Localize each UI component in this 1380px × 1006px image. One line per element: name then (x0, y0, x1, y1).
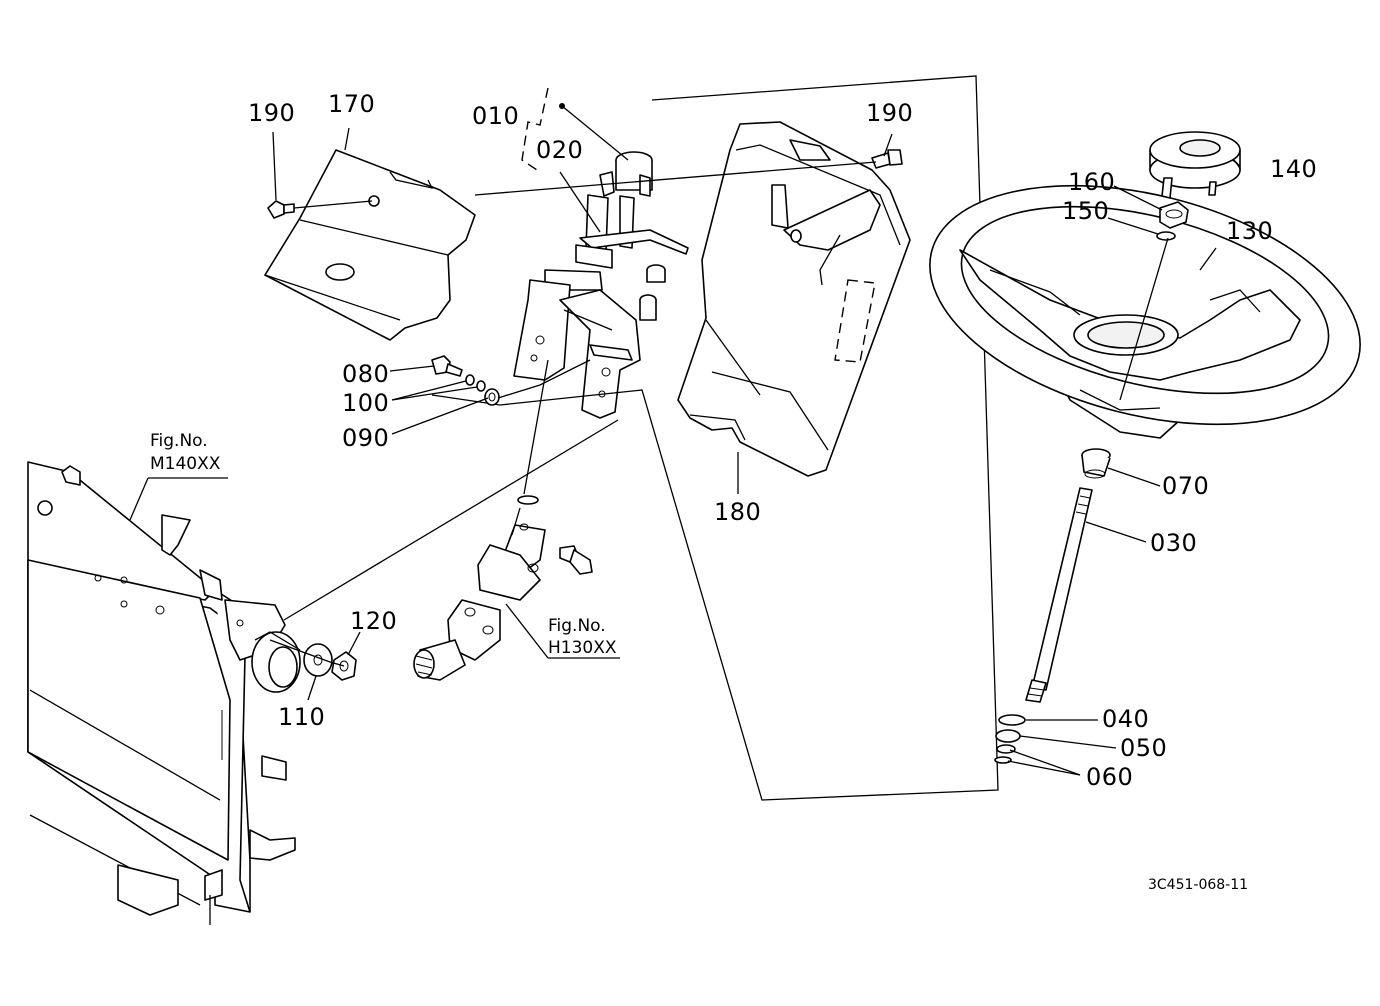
washer-110 (304, 644, 332, 676)
label-150: 150 (1062, 197, 1110, 225)
drawing-code: 3C451-068-11 (1148, 877, 1249, 893)
label-140: 140 (1270, 155, 1318, 183)
steering-column-bracket (514, 152, 688, 418)
washer-100b (477, 381, 485, 391)
label-100: 100 (342, 389, 390, 417)
label-110: 110 (278, 703, 326, 731)
assembly-010-bracket (522, 88, 548, 172)
label-170: 170 (328, 90, 376, 118)
label-180: 180 (714, 498, 762, 526)
upper-cover-170 (265, 150, 475, 340)
ring-050 (996, 730, 1020, 742)
leader-lines (130, 106, 1240, 775)
label-090: 090 (342, 424, 390, 452)
horn-cap-140 (1150, 132, 1240, 198)
reference-h130-line2: H130XX (548, 638, 617, 658)
ring-060a (997, 745, 1015, 753)
label-020: 020 (536, 136, 584, 164)
dashboard-frame (28, 462, 300, 925)
screw-190-left (268, 201, 372, 218)
reference-m140-line2: M140XX (150, 454, 221, 474)
universal-joint (414, 496, 592, 680)
ring-040 (999, 715, 1025, 725)
label-080: 080 (342, 360, 390, 388)
reference-h130-line1: Fig.No. (548, 616, 606, 636)
steering-wheel-130 (905, 145, 1380, 465)
bushing-070 (1082, 449, 1110, 478)
sub-assembly-outline (432, 76, 998, 800)
washer-150 (1157, 232, 1175, 240)
label-030: 030 (1150, 529, 1198, 557)
label-010: 010 (472, 102, 520, 130)
bolt-080 (432, 356, 462, 376)
label-120: 120 (350, 607, 398, 635)
label-040: 040 (1102, 705, 1150, 733)
screw-190-right (872, 150, 902, 168)
reference-m140-line1: Fig.No. (150, 431, 208, 451)
nut-160 (1160, 202, 1188, 228)
ring-060b (995, 757, 1011, 763)
label-160: 160 (1068, 168, 1116, 196)
label-070: 070 (1162, 472, 1210, 500)
label-190-right: 190 (866, 99, 914, 127)
column-cover-180 (678, 122, 910, 476)
label-060: 060 (1086, 763, 1134, 791)
washer-100a (466, 375, 474, 385)
label-190-left: 190 (248, 99, 296, 127)
collar-090 (485, 389, 499, 405)
steering-shaft-030 (1026, 488, 1092, 702)
label-050: 050 (1120, 734, 1168, 762)
label-130: 130 (1226, 217, 1274, 245)
